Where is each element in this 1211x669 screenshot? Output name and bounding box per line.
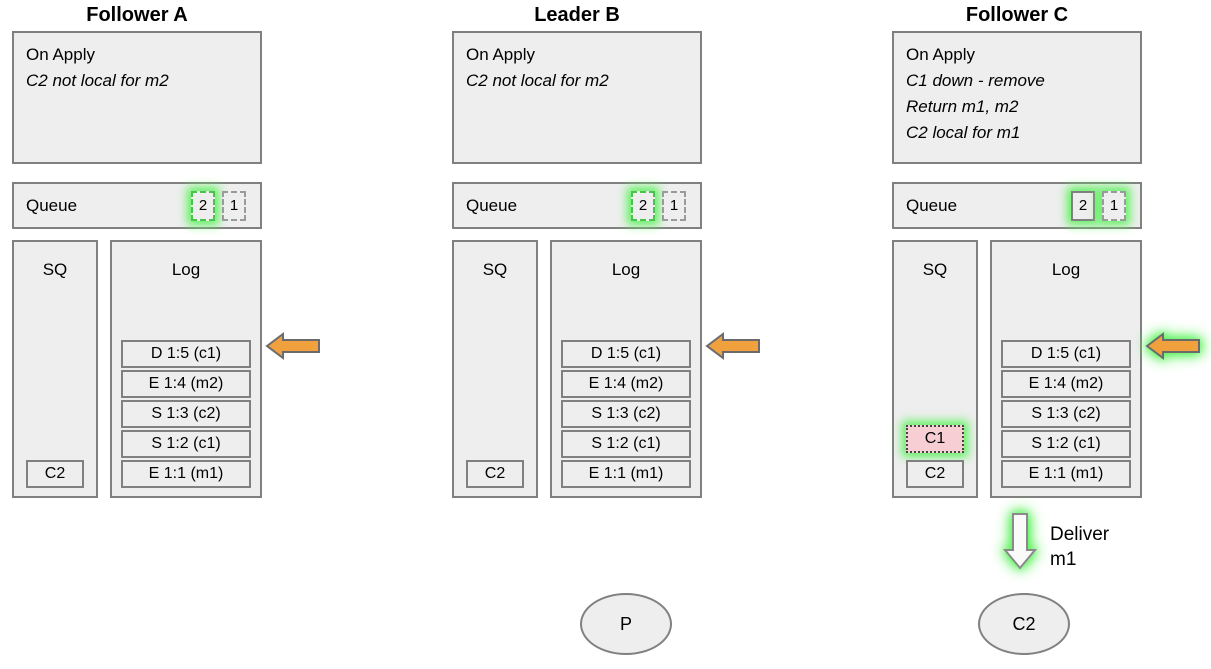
log-entry[interactable]: E 1:4 (m2) <box>1001 370 1131 398</box>
log-title: Log <box>611 260 641 279</box>
on-apply-panel: On Apply C2 not local for m2 <box>452 31 702 164</box>
sq-title: SQ <box>922 260 948 279</box>
node-follower-c: Follower C On Apply C1 down - remove Ret… <box>880 0 1211 669</box>
on-apply-line: C2 local for m1 <box>906 123 1021 142</box>
log-entry[interactable]: S 1:3 (c2) <box>1001 400 1131 428</box>
log-entry[interactable]: D 1:5 (c1) <box>561 340 691 368</box>
queue-panel: Queue 2 1 <box>892 182 1142 229</box>
left-arrow-icon <box>1145 329 1201 363</box>
queue-items: 2 1 <box>191 190 246 221</box>
log-entry[interactable]: S 1:3 (c2) <box>121 400 251 428</box>
on-apply-panel: On Apply C1 down - remove Return m1, m2 … <box>892 31 1142 164</box>
log-title: Log <box>1051 260 1081 279</box>
log-entries: D 1:5 (c1) E 1:4 (m2) S 1:3 (c2) S 1:2 (… <box>1001 340 1131 488</box>
on-apply-line: C2 not local for m2 <box>466 71 609 90</box>
log-entry[interactable]: E 1:4 (m2) <box>121 370 251 398</box>
sq-title: SQ <box>42 260 68 279</box>
queue-item[interactable]: 2 <box>191 190 215 221</box>
node-leader-b: Leader B On Apply C2 not local for m2 Qu… <box>440 0 820 669</box>
process-ellipse-label: P <box>619 613 632 634</box>
log-panel: Log D 1:5 (c1) E 1:4 (m2) S 1:3 (c2) S 1… <box>550 240 702 498</box>
node-title: Follower A <box>86 4 188 26</box>
queue-items: 2 1 <box>1071 190 1126 221</box>
client-ellipse-label: C2 <box>1012 613 1036 634</box>
queue-panel: Queue 2 1 <box>452 182 702 229</box>
on-apply-line: C2 not local for m2 <box>26 71 169 90</box>
log-entry[interactable]: S 1:2 (c1) <box>1001 430 1131 458</box>
deliver-label: Deliver m1 <box>1050 524 1110 570</box>
queue-label: Queue <box>466 195 518 215</box>
log-entries: D 1:5 (c1) E 1:4 (m2) S 1:3 (c2) S 1:2 (… <box>561 340 691 488</box>
sq-panel: SQ C2 <box>452 240 538 498</box>
client-ellipse: C2 <box>978 593 1070 655</box>
queue-items: 2 1 <box>631 190 686 221</box>
queue-label: Queue <box>906 195 958 215</box>
queue-item[interactable]: 1 <box>662 190 686 221</box>
on-apply-header: On Apply <box>466 45 535 64</box>
sq-title: SQ <box>482 260 508 279</box>
node-follower-a: Follower A On Apply C2 not local for m2 … <box>0 0 380 669</box>
sq-item-highlighted[interactable]: C1 <box>906 425 964 453</box>
left-arrow-icon <box>265 329 321 363</box>
queue-item[interactable]: 1 <box>222 190 246 221</box>
log-entry[interactable]: S 1:2 (c1) <box>121 430 251 458</box>
sq-items: C2 <box>26 460 84 488</box>
on-apply-header: On Apply <box>26 45 95 64</box>
sq-item[interactable]: C2 <box>466 460 524 488</box>
log-entries: D 1:5 (c1) E 1:4 (m2) S 1:3 (c2) S 1:2 (… <box>121 340 251 488</box>
log-entry[interactable]: E 1:4 (m2) <box>561 370 691 398</box>
queue-item[interactable]: 2 <box>631 190 655 221</box>
log-entry[interactable]: D 1:5 (c1) <box>1001 340 1131 368</box>
log-entry[interactable]: S 1:2 (c1) <box>561 430 691 458</box>
log-entry[interactable]: E 1:1 (m1) <box>561 460 691 488</box>
log-panel: Log D 1:5 (c1) E 1:4 (m2) S 1:3 (c2) S 1… <box>110 240 262 498</box>
log-entry[interactable]: D 1:5 (c1) <box>121 340 251 368</box>
log-entry[interactable]: E 1:1 (m1) <box>121 460 251 488</box>
log-panel: Log D 1:5 (c1) E 1:4 (m2) S 1:3 (c2) S 1… <box>990 240 1142 498</box>
queue-item[interactable]: 2 <box>1071 190 1095 221</box>
sq-panel: SQ C2 <box>12 240 98 498</box>
log-entry[interactable]: E 1:1 (m1) <box>1001 460 1131 488</box>
on-apply-line: C1 down - remove <box>906 71 1045 90</box>
sq-items: C1 C2 <box>906 425 964 488</box>
node-title: Leader B <box>534 4 620 26</box>
node-title: Follower C <box>965 4 1069 26</box>
on-apply-line: Return m1, m2 <box>906 97 1019 116</box>
sq-panel: SQ C1 C2 <box>892 240 978 498</box>
queue-item[interactable]: 1 <box>1102 190 1126 221</box>
queue-label: Queue <box>26 195 78 215</box>
sq-items: C2 <box>466 460 524 488</box>
log-entry[interactable]: S 1:3 (c2) <box>561 400 691 428</box>
sq-item[interactable]: C2 <box>26 460 84 488</box>
deliver-arrow-icon <box>1002 512 1038 570</box>
log-title: Log <box>171 260 201 279</box>
process-ellipse: P <box>580 593 672 655</box>
sq-item[interactable]: C2 <box>906 460 964 488</box>
left-arrow-icon <box>705 329 761 363</box>
queue-panel: Queue 2 1 <box>12 182 262 229</box>
on-apply-header: On Apply <box>906 45 975 64</box>
on-apply-panel: On Apply C2 not local for m2 <box>12 31 262 164</box>
